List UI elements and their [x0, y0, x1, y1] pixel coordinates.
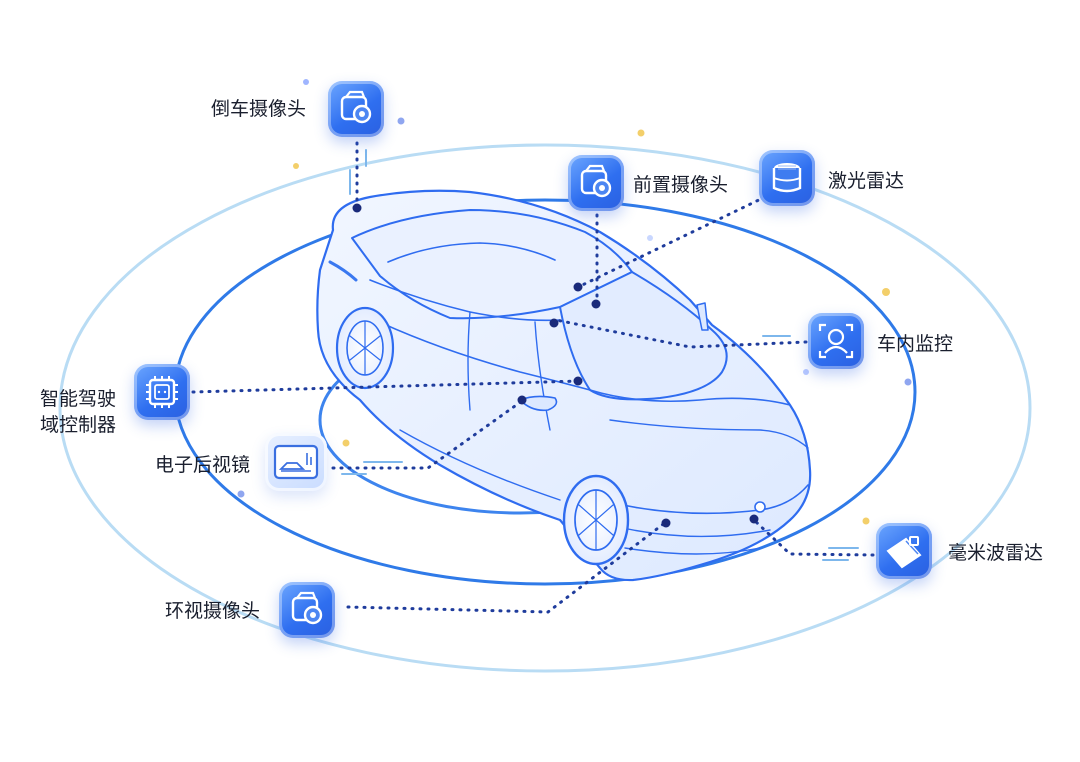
sensor-endpoints: [352, 203, 759, 528]
label-cabin-monitor: 车内监控: [877, 333, 954, 355]
connector-lines: [191, 141, 875, 614]
outer-coverage-ring: [58, 143, 1032, 673]
connector-accents: [341, 149, 859, 561]
camera-icon: [328, 81, 384, 137]
radar-icon: [876, 523, 932, 579]
label-front-camera: 前置摄像头: [633, 174, 729, 196]
lidar-icon: [759, 150, 815, 206]
label-domain-controller: 智能驾驶域控制器: [40, 388, 117, 436]
label-mm-radar: 毫米波雷达: [948, 542, 1044, 564]
chip-icon: [134, 364, 190, 420]
connector-cabin-monitor: [554, 318, 808, 349]
e-mirror-icon: [265, 433, 327, 491]
connector-e-mirror: [331, 399, 524, 470]
label-e-mirror: 电子后视镜: [155, 454, 251, 476]
driver-monitor-icon: [808, 313, 864, 369]
label-surround-camera: 环视摄像头: [165, 600, 261, 622]
car-illustration: [316, 189, 812, 582]
connector-surround-camera: [346, 520, 668, 614]
camera-icon: [568, 155, 624, 211]
camera-icon: [279, 582, 335, 638]
label-rear-camera: 倒车摄像头: [211, 98, 307, 120]
connector-domain-controller: [191, 379, 582, 394]
label-lidar: 激光雷达: [828, 170, 905, 192]
